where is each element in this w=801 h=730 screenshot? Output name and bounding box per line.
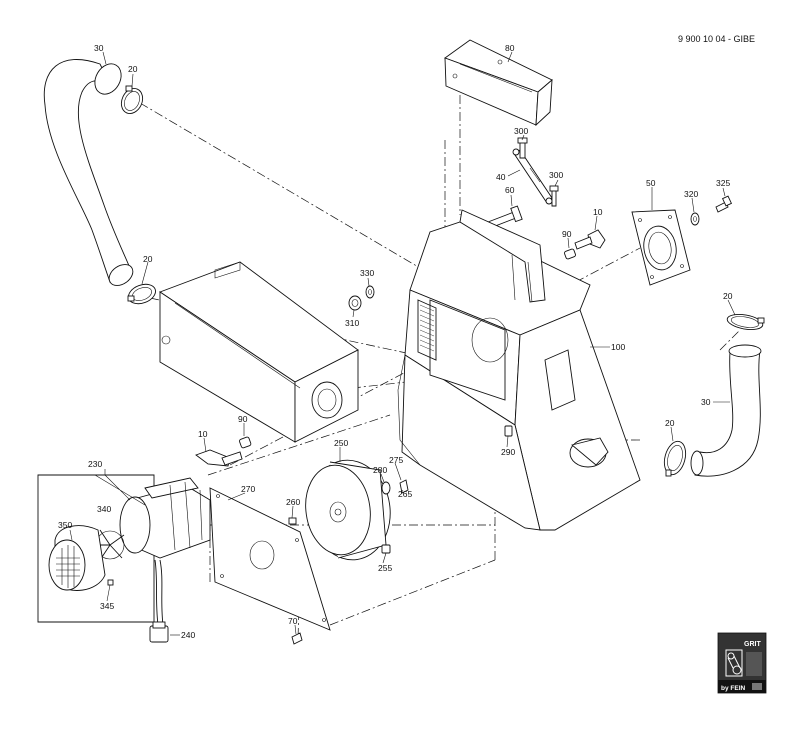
screw-260 — [288, 517, 297, 525]
screw-255 — [381, 544, 391, 554]
label-230: 230 — [88, 459, 102, 469]
lower-hose — [690, 344, 762, 477]
label-265: 265 — [398, 489, 412, 499]
fan-impeller — [305, 459, 391, 561]
label-30-lower: 30 — [701, 397, 711, 407]
screw-300-lower — [549, 185, 559, 207]
label-325: 325 — [716, 178, 730, 188]
label-345: 345 — [100, 601, 114, 611]
label-70: 70 — [288, 616, 298, 626]
label-280: 280 — [373, 465, 387, 475]
upper-hose — [43, 59, 134, 286]
motor — [119, 477, 211, 559]
label-340: 340 — [97, 504, 111, 514]
label-20-upper: 20 — [128, 64, 138, 74]
grit-logo: GRIT by FEIN — [717, 632, 767, 694]
clamp-lever-lower — [195, 449, 243, 467]
screw-290 — [504, 425, 513, 437]
label-255: 255 — [378, 563, 392, 573]
main-housing — [397, 209, 641, 531]
label-250: 250 — [334, 438, 348, 448]
label-270: 270 — [241, 484, 255, 494]
washer-320 — [690, 212, 700, 226]
label-300-upper: 300 — [514, 126, 528, 136]
clamp-lever-upper — [574, 229, 606, 250]
label-290: 290 — [501, 447, 515, 457]
label-310: 310 — [345, 318, 359, 328]
mounting-plate — [209, 487, 331, 631]
hose-clamp-right-bottom — [663, 440, 687, 477]
label-40: 40 — [496, 172, 506, 182]
hose-clamp-right-top — [726, 313, 765, 331]
label-320: 320 — [684, 189, 698, 199]
label-10-upper: 10 — [593, 207, 603, 217]
screw-300-upper — [517, 137, 528, 159]
label-60: 60 — [505, 185, 515, 195]
washer-280 — [381, 481, 391, 495]
label-260: 260 — [286, 497, 300, 507]
label-350: 350 — [58, 520, 72, 530]
spacer-90-lower — [239, 436, 252, 449]
hose-clamp-upper — [120, 85, 144, 114]
label-100: 100 — [611, 342, 625, 352]
nut-310 — [348, 295, 362, 311]
flange-plate — [631, 209, 691, 286]
label-90-upper: 90 — [562, 229, 572, 239]
label-275: 275 — [389, 455, 403, 465]
vent-grille — [417, 299, 437, 361]
fan-cover — [48, 525, 106, 591]
part-labels: 30 20 80 300 40 300 60 10 90 50 320 325 … — [58, 43, 733, 640]
hose-clamp-mid — [127, 283, 156, 305]
label-80: 80 — [505, 43, 515, 53]
logo-brand: GRIT — [744, 641, 761, 648]
power-cable — [149, 559, 169, 643]
label-50: 50 — [646, 178, 656, 188]
label-20-right-bottom: 20 — [665, 418, 675, 428]
document-number: 9 900 10 04 - GIBE — [678, 34, 755, 44]
label-20-mid: 20 — [143, 254, 153, 264]
logo-sub: by FEIN — [721, 685, 746, 692]
leader-lines — [69, 51, 736, 636]
dust-box — [159, 261, 359, 443]
spacer-90-upper — [564, 248, 576, 260]
screw-70 — [291, 632, 303, 645]
screw-345 — [107, 579, 114, 586]
label-20-right-top: 20 — [723, 291, 733, 301]
label-30-upper: 30 — [94, 43, 104, 53]
label-330: 330 — [360, 268, 374, 278]
screw-325 — [715, 195, 733, 213]
label-90-lower: 90 — [238, 414, 248, 424]
washer-330 — [365, 285, 375, 299]
gas-spring — [512, 148, 553, 205]
label-10-lower: 10 — [198, 429, 208, 439]
screw-265 — [399, 479, 409, 494]
top-cover — [444, 39, 553, 127]
label-300-lower: 300 — [549, 170, 563, 180]
label-240: 240 — [181, 630, 195, 640]
